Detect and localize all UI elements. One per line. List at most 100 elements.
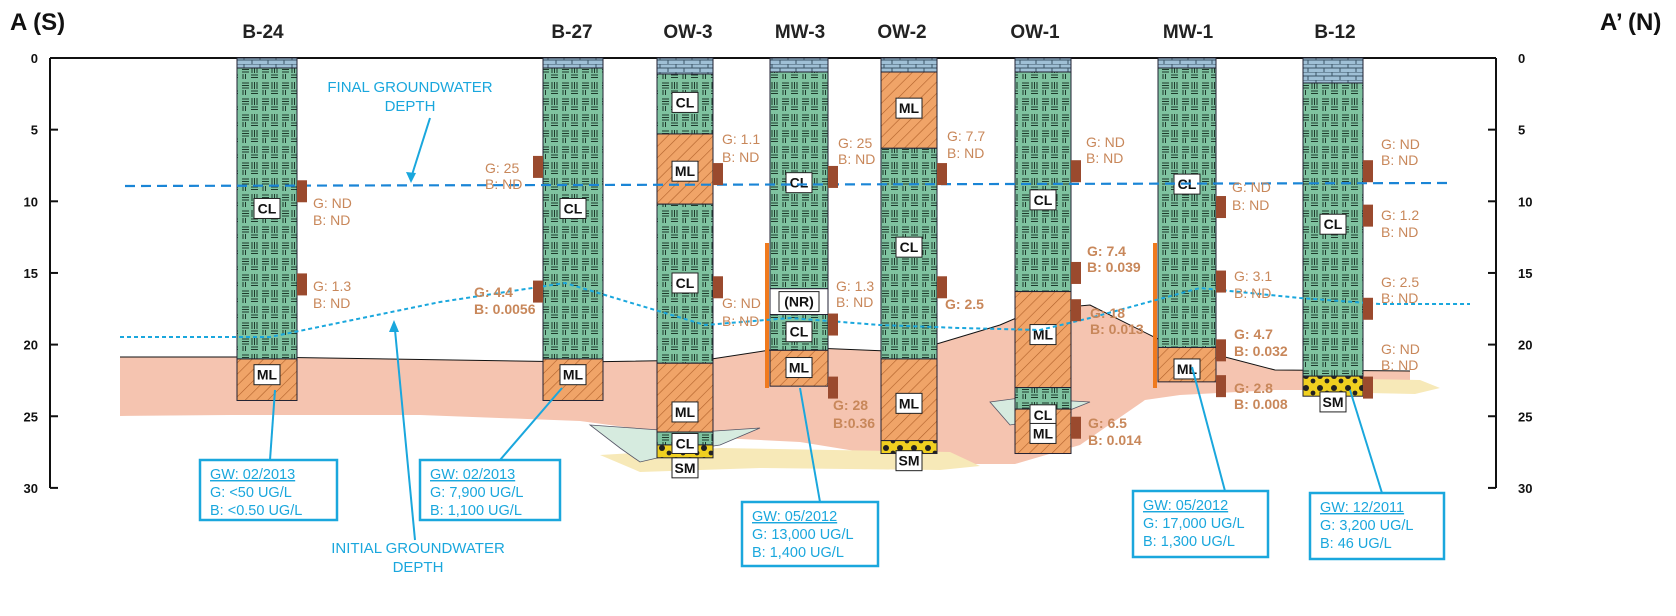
sample-benzene-result: B: ND [836,294,873,310]
sample-b-12: G: 1.2B: ND [1363,204,1419,240]
gw-box-frame [198,458,339,522]
soil-label-box [1029,189,1057,211]
gw-sample-date: GW: 02/2013 [430,467,515,483]
sample-interval-mark [1216,375,1226,398]
gw-benzene-value: B: 1,100 UG/L [430,503,522,519]
sample-ow-1: G: 7.4B: 0.039 [1071,243,1141,284]
soil-label-box [671,432,699,454]
soil-label-box [671,401,699,423]
tick-label: 0 [1518,51,1525,66]
sample-gasoline-result: G: 1.3 [313,278,351,294]
sample-benzene-result: B: ND [1232,197,1269,213]
sample-benzene-result: B: ND [313,295,350,311]
sample-ow-1: G: 18B: 0.013 [1071,299,1144,337]
sample-benzene-result: B: ND [1381,224,1418,240]
soil-label-cl: CL [790,324,809,340]
well-cap [236,57,298,69]
soil-label-cl: CL [1034,192,1053,208]
soil-label-box [1319,391,1347,413]
tick-label: 20 [24,338,38,353]
sample-mw-3: G: 25B: ND [828,135,875,188]
soil-label-ml: ML [1033,425,1054,441]
well-cap [1157,57,1217,69]
soil-label-ml: ML [899,395,920,411]
sample-b-27: G: 4.4B: 0.0056 [474,280,543,317]
sample-mw-1: G: NDB: ND [1216,179,1271,219]
gw-box-frame [418,458,562,522]
section-start-label: A (S) [10,9,65,36]
sample-benzene-result: B: ND [1086,150,1123,166]
tick-label: 10 [1518,194,1532,209]
gw-gasoline-value: G: 17,000 UG/L [1143,516,1245,532]
tick-label: 30 [1518,481,1532,496]
borehole-name: B-27 [551,22,592,43]
sample-interval-mark [828,165,838,188]
soil-label-ml: ML [899,100,920,116]
sample-gasoline-result: G: 7.4 [1087,243,1126,259]
sample-interval-mark [533,280,543,303]
soil-label-ml: ML [257,367,278,383]
gw-gasoline-value: G: 7,900 UG/L [430,485,524,501]
sample-benzene-result: B: ND [1381,357,1418,373]
soil-label-nr: (NR) [784,294,814,310]
sample-benzene-result: B: 0.013 [1090,321,1144,337]
gw-box-frame [1131,489,1270,559]
sample-benzene-result: B: ND [947,145,984,161]
sample-gasoline-result: G: 6.5 [1088,415,1127,431]
tick-label: 15 [1518,266,1532,281]
borehole-name: B-24 [242,22,284,43]
sample-benzene-result: B:0.36 [833,415,875,431]
gw-gasoline-value: G: 3,200 UG/L [1320,518,1414,534]
soil-label-ml: ML [1033,327,1054,343]
sample-gasoline-result: G: 7.7 [947,128,985,144]
sample-ow-3: G: NDB: ND [713,276,761,329]
soil-label-box [895,450,923,472]
sample-ow-2: G: 2.5 [937,276,984,312]
gw-box-b-27: GW: 02/2013 G: 7,900 UG/L B: 1,100 UG/L [418,387,563,522]
sample-interval-mark [297,273,307,296]
soil-label-cl: CL [900,239,919,255]
sample-mw-3: G: 1.3B: ND [828,278,874,336]
sample-benzene-result: B: 0.0056 [474,301,536,317]
sample-gasoline-result: G: 25 [485,160,519,176]
sample-gasoline-result: G: 3.1 [1234,268,1272,284]
borehole-name: B-12 [1314,22,1355,43]
tick-label: 0 [31,51,38,66]
sample-b-12: G: 2.5B: ND [1363,274,1419,320]
tick-label: 25 [1518,409,1532,424]
sample-interval-mark [1363,376,1373,399]
soil-label-box [1029,422,1057,444]
sample-interval-mark [937,276,947,299]
sample-gasoline-result: G: 18 [1090,305,1125,321]
gw-sample-date: GW: 05/2012 [1143,498,1228,514]
sample-benzene-result: B: 0.032 [1234,343,1288,359]
soil-label-cl: CL [1034,407,1053,423]
sample-gasoline-result: G: ND [1381,341,1420,357]
sample-benzene-result: B: ND [313,212,350,228]
cl-interval [1157,67,1217,348]
gw-box-frame [740,500,880,568]
borehole-name: OW-2 [877,22,926,43]
cl-interval [1014,71,1072,293]
sample-interval-mark [1216,196,1226,219]
sample-mw-1: G: 2.8B: 0.008 [1216,375,1288,412]
soil-label-box [895,97,923,119]
sample-results: G: NDB: NDG: 1.3B: NDG: 25B: NDG: 4.4B: … [297,128,1420,448]
gw-box-leader [1191,366,1226,492]
sample-gasoline-result: G: 1.1 [722,131,760,147]
sample-gasoline-result: G: ND [313,195,352,211]
sample-ow-3: G: 1.1B: ND [713,131,760,186]
sample-interval-mark [1216,339,1226,362]
soil-label-box [671,272,699,294]
soil-label-box [1319,213,1347,235]
sample-interval-mark [1363,297,1373,320]
sample-gasoline-result: G: 4.4 [474,284,513,300]
soil-label-box [778,291,820,313]
sample-gasoline-result: G: 4.7 [1234,326,1273,342]
